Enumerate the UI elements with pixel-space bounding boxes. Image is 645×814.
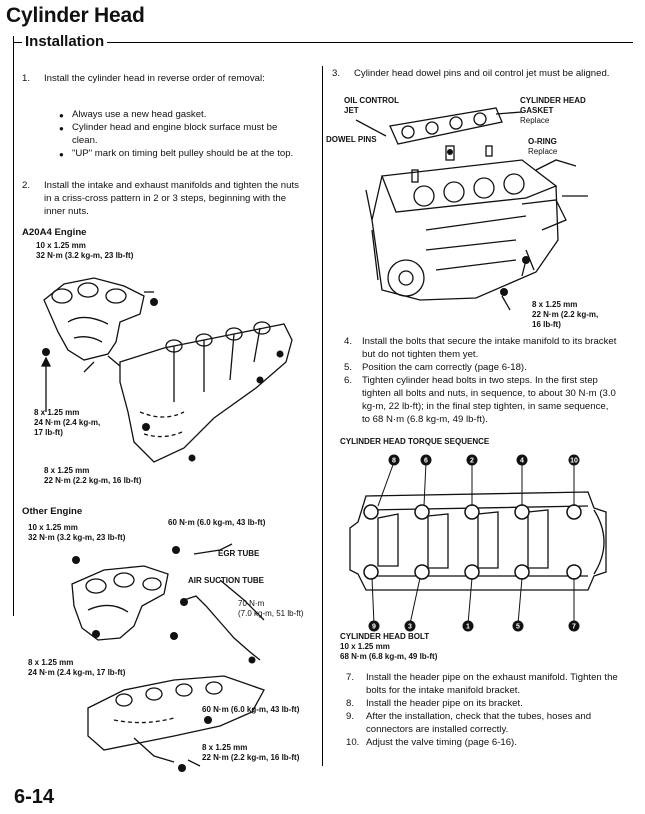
other-spec-left: 8 x 1.25 mm 24 N·m (2.4 kg-m, 17 lb-ft) [28, 658, 126, 677]
other-manifold-illustration [71, 543, 265, 772]
step-1: 1. Install the cylinder head in reverse … [22, 72, 306, 85]
engine-bolt-spec: 8 x 1.25 mm 22 N·m (2.2 kg-m, 16 lb-ft) [532, 300, 599, 329]
cylinder-head-bolt-label: CYLINDER HEAD BOLT 10 x 1.25 mm 68 N·m (… [340, 632, 438, 661]
bullet-item: Cylinder head and engine block surface m… [59, 121, 304, 147]
step-7: 7. Install the header pipe on the exhaus… [346, 672, 618, 696]
torque-sequence-heading: CYLINDER HEAD TORQUE SEQUENCE [340, 437, 490, 446]
sequence-number: 3 [408, 624, 412, 631]
step-number: 3. [332, 68, 341, 79]
sequence-number: 8 [392, 458, 396, 465]
sequence-number: 2 [470, 458, 474, 465]
step-6: 6. Tighten cylinder head bolts in two st… [344, 375, 616, 425]
a20a4-spec-bottom: 8 x 1.25 mm 22 N·m (2.2 kg-m, 16 lb-ft) [44, 466, 142, 485]
bullet-item: Always use a new head gasket. [59, 108, 304, 122]
sequence-number: 9 [372, 624, 376, 631]
step-10: 10. Adjust the valve timing (page 6-16). [346, 737, 517, 748]
a20a4-spec-top: 10 x 1.25 mm 32 N·m (3.2 kg-m, 23 lb-ft) [36, 241, 134, 260]
a20a4-spec-left: 8 x 1.25 mm 24 N·m (2.4 kg-m, 17 lb-ft) [34, 408, 101, 437]
step-text: Install the cylinder head in reverse ord… [44, 73, 265, 84]
a20a4-heading: A20A4 Engine [22, 227, 87, 238]
other-spec-60-bottom: 60 N·m (6.0 kg-m, 43 lb-ft) [202, 705, 300, 714]
sequence-number: 5 [516, 624, 520, 631]
sequence-number: 7 [572, 624, 576, 631]
section-rule-vertical [13, 36, 14, 616]
step-number: 2. [22, 180, 31, 191]
step-text: Install the intake and exhaust manifolds… [44, 180, 299, 217]
other-spec-70: 70 N·m (7.0 kg-m, 51 lb-ft) [238, 599, 304, 618]
sequence-number: 10 [570, 458, 578, 465]
steps-4-6: 4. Install the bolts that secure the int… [344, 335, 618, 426]
dowel-pins-label: DOWEL PINS [326, 135, 377, 144]
step-1-bullets: Always use a new head gasket. Cylinder h… [59, 108, 304, 161]
section-rule [13, 42, 633, 43]
section-title: Installation [22, 33, 108, 50]
step-3: 3. Cylinder head dowel pins and oil cont… [332, 67, 616, 80]
other-spec-60-top: 60 N·m (6.0 kg-m, 43 lb-ft) [168, 518, 266, 527]
head-gasket-label: CYLINDER HEAD GASKET Replace [520, 96, 586, 125]
oil-control-jet-label: OIL CONTROL JET [344, 96, 399, 115]
egr-tube-label: EGR TUBE [218, 549, 260, 558]
step-2: 2. Install the intake and exhaust manifo… [22, 179, 304, 218]
other-spec-bottom: 8 x 1.25 mm 22 N·m (2.2 kg-m, 16 lb-ft) [202, 743, 300, 762]
o-ring-label: O-RING Replace [528, 137, 558, 156]
step-5: 5. Position the cam correctly (page 6-18… [344, 362, 527, 373]
bullet-item: "UP" mark on timing belt pulley should b… [59, 147, 304, 161]
sequence-number: 4 [520, 458, 524, 465]
air-suction-tube-label: AIR SUCTION TUBE [188, 576, 264, 585]
column-divider [322, 66, 323, 766]
sequence-number: 6 [424, 458, 428, 465]
engine-block-illustration [355, 107, 588, 311]
step-9: 9. After the installation, check that th… [346, 711, 592, 735]
a20a4-manifold-illustration [40, 277, 293, 463]
page-title: Cylinder Head [6, 4, 145, 27]
other-spec-top-left: 10 x 1.25 mm 32 N·m (3.2 kg-m, 23 lb-ft) [28, 523, 126, 542]
step-text: Cylinder head dowel pins and oil control… [354, 68, 610, 79]
steps-7-10: 7. Install the header pipe on the exhaus… [346, 671, 622, 749]
step-number: 1. [22, 73, 31, 84]
other-engine-heading: Other Engine [22, 506, 83, 517]
step-8: 8. Install the header pipe on its bracke… [346, 698, 523, 709]
step-4: 4. Install the bolts that secure the int… [344, 336, 617, 360]
sequence-number: 1 [466, 624, 470, 631]
page-number: 6-14 [14, 786, 55, 808]
torque-sequence-diagram: 8 6 2 4 10 9 3 1 5 7 [349, 454, 607, 632]
